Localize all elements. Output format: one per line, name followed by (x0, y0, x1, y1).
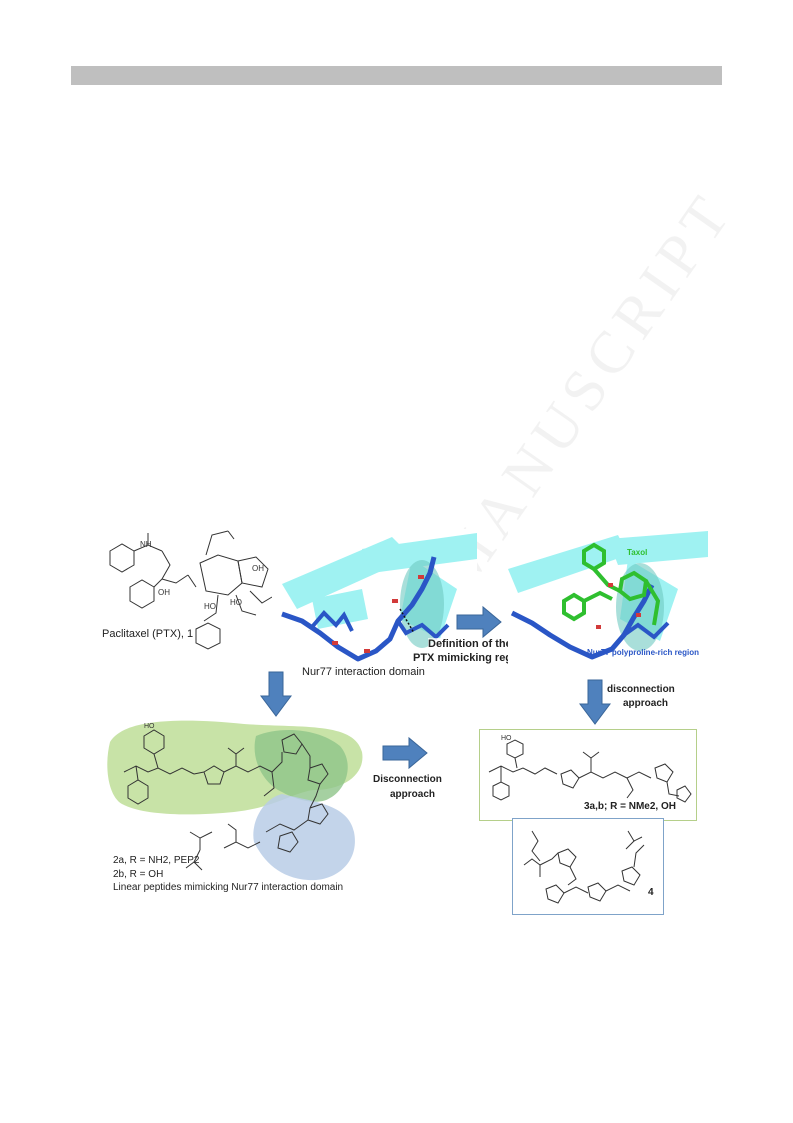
compound-2b: 2b, R = OH (113, 869, 164, 880)
disconnection-right-1: disconnection (607, 684, 675, 695)
oh-label-2: OH (252, 564, 264, 573)
compound-3ab-structure: HO (488, 735, 692, 803)
scheme-figure: NH OH OH HO HO Paclitaxel (PTX), 1 Nur77… (96, 527, 716, 937)
disconnection-left-2: approach (390, 789, 436, 800)
compound-3ab-box: HO 3a,b; R = NMe2, OH (479, 729, 697, 821)
compound-4-box: 4 (512, 818, 664, 915)
ho-label-2: HO (230, 598, 242, 607)
oh-label: OH (158, 588, 170, 597)
nur77-interaction-render (272, 529, 477, 669)
ho-label: HO (204, 602, 216, 611)
compound-2a: 2a, R = NH2, PEP2 (113, 855, 200, 866)
arrow-down-left (260, 671, 292, 717)
linear-peptides-caption: Linear peptides mimicking Nur77 interact… (113, 882, 344, 893)
taxol-label: Taxol (627, 548, 648, 557)
arrow-down-right (579, 679, 611, 725)
compound-3ab-ho-label: HO (501, 735, 512, 742)
disconnection-right-2: approach (623, 698, 669, 709)
paclitaxel-structure: NH OH OH HO HO (109, 530, 273, 650)
disconnection-left-1: Disconnection (373, 774, 442, 785)
compound-3ab: 3a,b; R = NMe2, OH (584, 801, 676, 812)
definition-text-2: PTX mimicking region (413, 652, 529, 664)
taxol-overlay-render (508, 529, 716, 669)
arrow-right-middle (382, 736, 428, 770)
paclitaxel-label: Paclitaxel (PTX), 1 (102, 628, 194, 640)
linear-peptide-structure: HO (107, 720, 363, 881)
compound-4: 4 (648, 887, 654, 898)
compound-4-structure (523, 830, 645, 904)
definition-text-1: Definition of the (428, 638, 512, 650)
arrow-right-top (456, 605, 502, 639)
nh-label: NH (140, 540, 152, 549)
header-bar (71, 66, 722, 85)
polyproline-label: Nur77 polyproline-rich region (587, 648, 700, 657)
peptide-ho-label: HO (144, 723, 155, 730)
nur77-caption: Nur77 interaction domain (302, 666, 425, 678)
